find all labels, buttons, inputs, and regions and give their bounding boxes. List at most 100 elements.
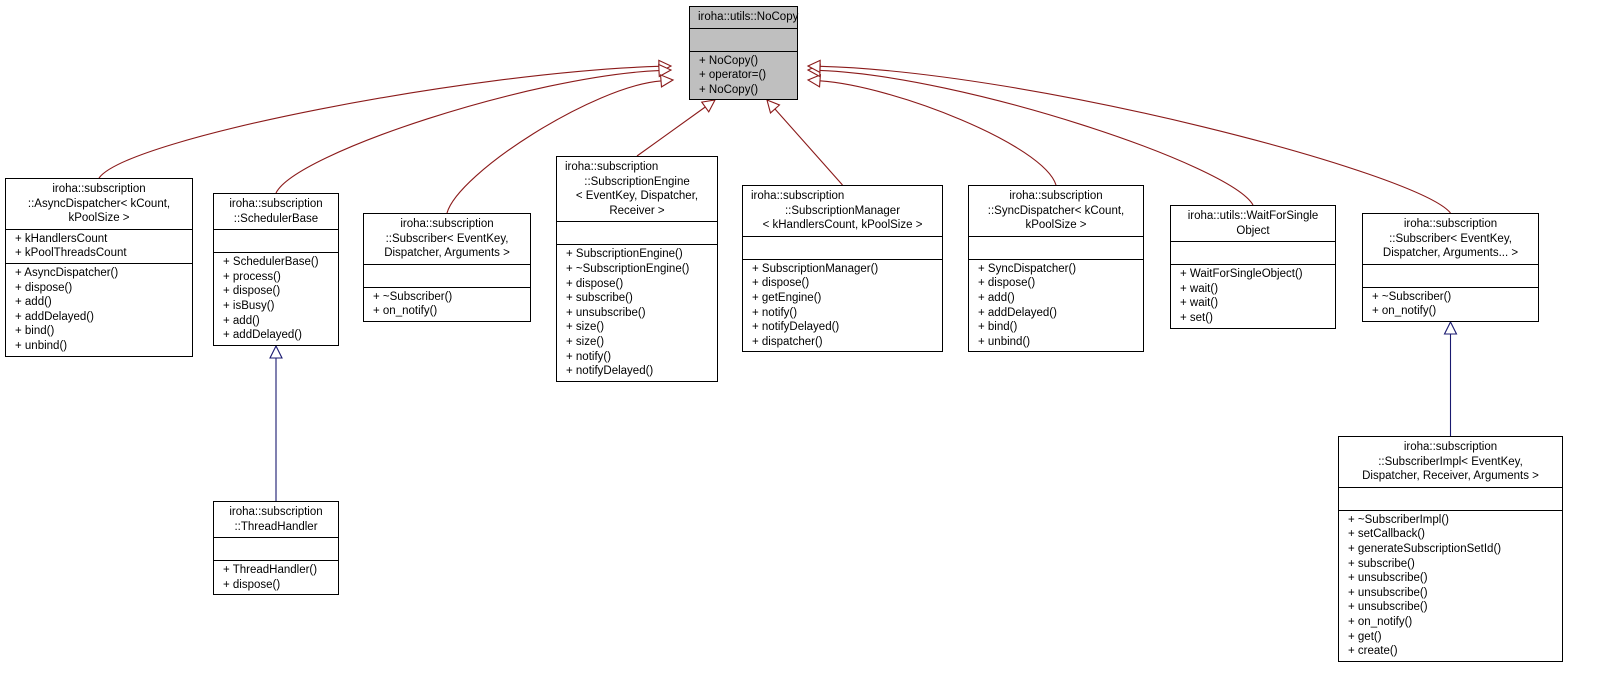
class-name-line: iroha::subscription <box>1403 218 1498 230</box>
inheritance-arrowhead-scheduler-base <box>658 63 673 78</box>
class-name-section: iroha::subscription::Subscriber< EventKe… <box>1363 214 1538 264</box>
class-box-subscriber-1[interactable]: iroha::subscription::Subscriber< EventKe… <box>363 213 531 322</box>
attributes-section <box>969 235 1143 259</box>
class-name-section: iroha::subscription::SchedulerBase <box>214 194 338 229</box>
class-name-line: iroha::subscription <box>751 190 845 202</box>
methods-line: + SubscriptionManager() <box>752 262 879 275</box>
attributes-line: + kPoolThreadsCount <box>15 247 127 260</box>
class-box-sync-dispatcher[interactable]: iroha::subscription::SyncDispatcher< kCo… <box>968 185 1144 353</box>
class-name-line: iroha::utils::WaitForSingle <box>1187 210 1319 222</box>
attributes-line: + kHandlersCount <box>15 232 108 245</box>
class-name-line: ::SchedulerBase <box>233 212 319 225</box>
inheritance-edge-subscriber-1 <box>446 80 662 214</box>
class-box-subscription-manager[interactable]: iroha::subscription::SubscriptionManager… <box>742 185 943 353</box>
methods-section: + WaitForSingleObject()+ wait()+ wait()+… <box>1171 264 1335 327</box>
attributes-section <box>1363 263 1538 287</box>
class-name-line: ::AsyncDispatcher< kCount, <box>27 197 171 210</box>
class-name-section: iroha::subscription::SyncDispatcher< kCo… <box>969 186 1143 236</box>
methods-line: + SubscriptionEngine() <box>566 248 683 261</box>
inheritance-arrowhead-subscription-engine <box>700 99 716 113</box>
class-name-line: ::Subscriber< EventKey, <box>1389 232 1512 245</box>
methods-section: + ~SubscriberImpl()+ setCallback()+ gene… <box>1339 509 1562 661</box>
methods-line: + notifyDelayed() <box>752 321 840 334</box>
methods-line: + size() <box>566 335 605 348</box>
methods-line: + isBusy() <box>223 299 275 312</box>
methods-line: + size() <box>566 321 605 334</box>
class-name-line: iroha::subscription <box>52 183 146 195</box>
methods-line: + addDelayed() <box>223 329 302 342</box>
methods-line: + dispose() <box>752 277 810 290</box>
class-name-line: Object <box>1236 224 1270 237</box>
class-name-line: Dispatcher, Receiver, Arguments > <box>1362 470 1539 483</box>
inheritance-edge-subscriber-2 <box>819 65 1451 214</box>
class-box-subscriber-impl[interactable]: iroha::subscription::SubscriberImpl< Eve… <box>1338 436 1563 662</box>
methods-line: + add() <box>223 314 260 327</box>
methods-line: + subscribe() <box>1348 557 1415 570</box>
inheritance-edge-scheduler-base <box>275 69 660 194</box>
attributes-section <box>1339 486 1562 510</box>
methods-line: + on_notify() <box>373 305 438 318</box>
attributes-section <box>557 221 717 244</box>
inheritance-arrowhead-subscriber-2 <box>806 59 821 74</box>
methods-line: + wait() <box>1180 282 1219 295</box>
attributes-section <box>1171 241 1335 264</box>
methods-section: + SchedulerBase()+ process()+ dispose()+… <box>214 252 338 345</box>
attributes-section <box>214 229 338 252</box>
class-name-section: iroha::subscription::AsyncDispatcher< kC… <box>6 179 192 229</box>
class-box-async-dispatcher[interactable]: iroha::subscription::AsyncDispatcher< kC… <box>5 178 193 357</box>
class-name-line: iroha::subscription <box>565 161 659 173</box>
methods-line: + addDelayed() <box>15 310 94 323</box>
attributes-section <box>364 263 530 287</box>
methods-section: + SubscriptionManager()+ dispose()+ getE… <box>743 258 942 352</box>
class-name-line: iroha::subscription <box>229 198 323 210</box>
class-name-line: ::SubscriptionEngine <box>584 175 690 188</box>
methods-line: + dispose() <box>15 281 73 294</box>
class-name-section: iroha::subscription::Subscriber< EventKe… <box>364 214 530 264</box>
class-name-line: ::SubscriberImpl< EventKey, <box>1378 455 1523 468</box>
methods-line: + on_notify() <box>1372 305 1437 318</box>
methods-section: + NoCopy()+ operator=()+ NoCopy() <box>690 50 797 100</box>
class-name-line: iroha::subscription <box>229 506 323 518</box>
methods-line: + generateSubscriptionSetId() <box>1348 542 1502 555</box>
methods-line: + bind() <box>15 325 55 338</box>
class-name-line: ::ThreadHandler <box>234 520 318 533</box>
methods-line: + setCallback() <box>1348 528 1426 541</box>
methods-line: + add() <box>15 296 52 309</box>
class-box-subscription-engine[interactable]: iroha::subscription::SubscriptionEngine<… <box>556 156 718 382</box>
attributes-section <box>690 27 797 51</box>
class-name-section: iroha::subscription::SubscriptionEngine<… <box>557 157 717 221</box>
methods-line: + unsubscribe() <box>566 306 646 319</box>
methods-section: + ~Subscriber() + on_notify() <box>1363 286 1538 321</box>
inheritance-edge-async-dispatcher <box>98 65 660 179</box>
methods-section: + ThreadHandler()+ dispose() <box>214 560 338 594</box>
methods-line: + unbind() <box>15 339 68 352</box>
inheritance-arrowhead-sync-dispatcher <box>806 73 821 88</box>
methods-line: + create() <box>1348 645 1398 658</box>
methods-line: + SchedulerBase() <box>223 256 319 269</box>
inheritance-edge-subscription-manager <box>774 108 843 186</box>
methods-line: + process() <box>223 270 281 283</box>
methods-line: + ~Subscriber() <box>1372 290 1452 303</box>
class-box-root[interactable]: iroha::utils::NoCopy+ NoCopy()+ operator… <box>689 6 798 101</box>
attributes-section <box>214 537 338 560</box>
methods-line: + SyncDispatcher() <box>978 262 1077 275</box>
class-box-scheduler-base[interactable]: iroha::subscription::SchedulerBase+ Sche… <box>213 193 339 346</box>
class-name-section: iroha::subscription::SubscriptionManager… <box>743 186 942 236</box>
class-box-subscriber-2[interactable]: iroha::subscription::Subscriber< EventKe… <box>1362 213 1539 322</box>
class-name-line: Dispatcher, Arguments... > <box>1382 247 1519 260</box>
methods-line: + ~Subscriber() <box>373 290 453 303</box>
inheritance-edge-wait-for-single-object <box>819 69 1254 206</box>
methods-section: + AsyncDispatcher()+ dispose()+ add()+ a… <box>6 262 192 356</box>
methods-line: + ~SubscriptionEngine() <box>566 262 690 275</box>
class-name-line: ::Subscriber< EventKey, <box>385 232 509 245</box>
attributes-section <box>743 235 942 259</box>
methods-line: + ThreadHandler() <box>223 564 318 577</box>
class-name-line: Receiver > <box>609 204 665 217</box>
inheritance-arrowhead-subscriber-impl <box>1443 320 1458 335</box>
methods-line: + dispose() <box>223 285 281 298</box>
class-name-line: kPoolSize > <box>1025 219 1087 232</box>
methods-line: + notify() <box>566 350 612 363</box>
class-box-thread-handler[interactable]: iroha::subscription::ThreadHandler+ Thre… <box>213 501 339 596</box>
